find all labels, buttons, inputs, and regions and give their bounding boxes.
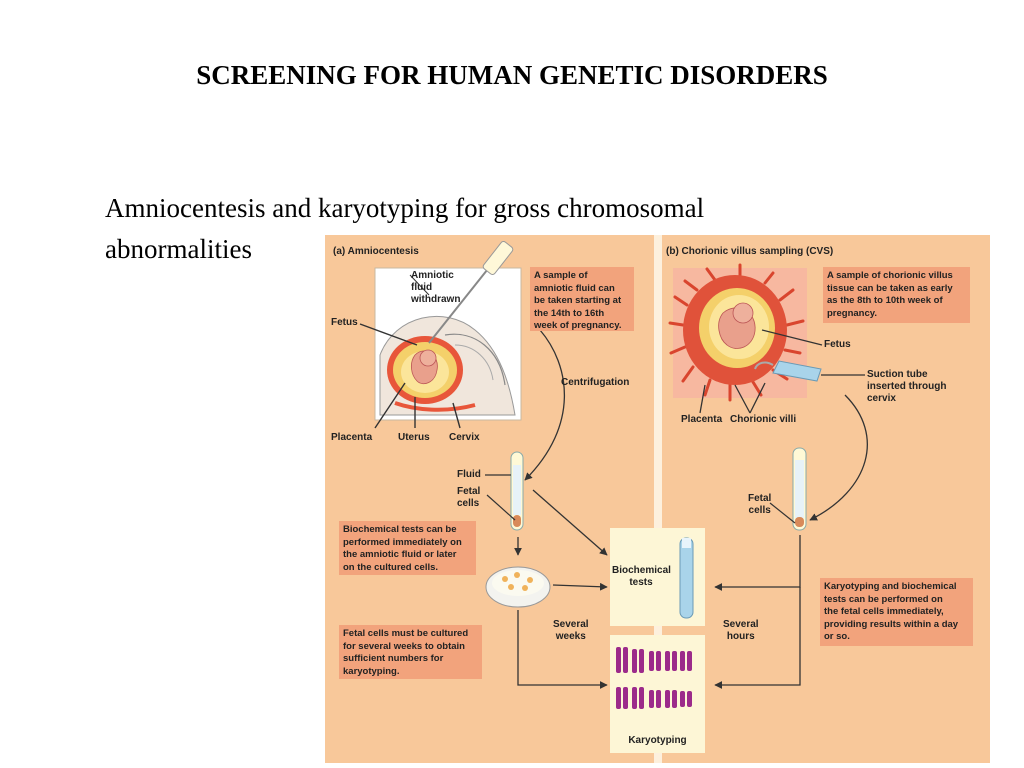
arrow-dish-to-karyotype <box>517 610 608 689</box>
label-uterus: Uterus <box>398 432 430 443</box>
pointer-fetal-cells-a <box>486 494 516 521</box>
panel-b-title: (b) Chorionic villus sampling (CVS) <box>666 246 834 257</box>
slide-subtitle: Amniocentesis and karyotyping for gross … <box>105 188 905 270</box>
test-tube-a <box>510 451 524 531</box>
pointer-placenta-b <box>699 384 706 414</box>
figure-graphics <box>325 235 990 763</box>
arrow-dish-to-biochem <box>552 582 608 591</box>
pointer-placenta-a <box>374 382 406 429</box>
petri-dish <box>485 566 551 608</box>
arrow-centrifugation <box>524 329 566 481</box>
pointer-fetal-cells-b <box>769 502 796 524</box>
subtitle-line-2: abnormalities <box>105 234 252 264</box>
label-placenta-a: Placenta <box>331 432 373 443</box>
label-karyotyping: Karyotyping <box>628 735 687 746</box>
label-placenta-b: Placenta <box>681 414 723 425</box>
arrow-to-tube-b <box>809 394 868 521</box>
arrow-to-biochem-a <box>532 489 608 556</box>
subtitle-line-1: Amniocentesis and karyotyping for gross … <box>105 193 705 223</box>
karyotype-chromosomes <box>616 647 692 709</box>
label-fluid: Fluid <box>457 469 481 480</box>
label-cervix: Cervix <box>449 432 480 443</box>
pointer-cervix <box>452 402 461 429</box>
label-fetus-b: Fetus <box>824 339 851 350</box>
pointer-fetus-a <box>359 323 418 346</box>
label-centrifugation: Centrifugation <box>561 377 630 388</box>
amniocentesis-illustration <box>374 241 522 421</box>
arrow-b-to-karyotype <box>714 587 801 689</box>
pointer-villi <box>734 382 766 414</box>
label-fetus-a: Fetus <box>331 317 358 328</box>
test-tube-center <box>679 537 694 619</box>
pointer-fetus-b <box>761 329 823 346</box>
label-chorionic-villi: Chorionic villi <box>730 414 797 425</box>
cvs-illustration <box>668 263 822 402</box>
slide-title: SCREENING FOR HUMAN GENETIC DISORDERS <box>196 60 828 90</box>
test-tube-b <box>792 447 807 531</box>
pointer-amniotic <box>409 274 430 296</box>
panel-divider <box>654 235 662 763</box>
panel-a-title: (a) Amniocentesis <box>333 246 419 257</box>
